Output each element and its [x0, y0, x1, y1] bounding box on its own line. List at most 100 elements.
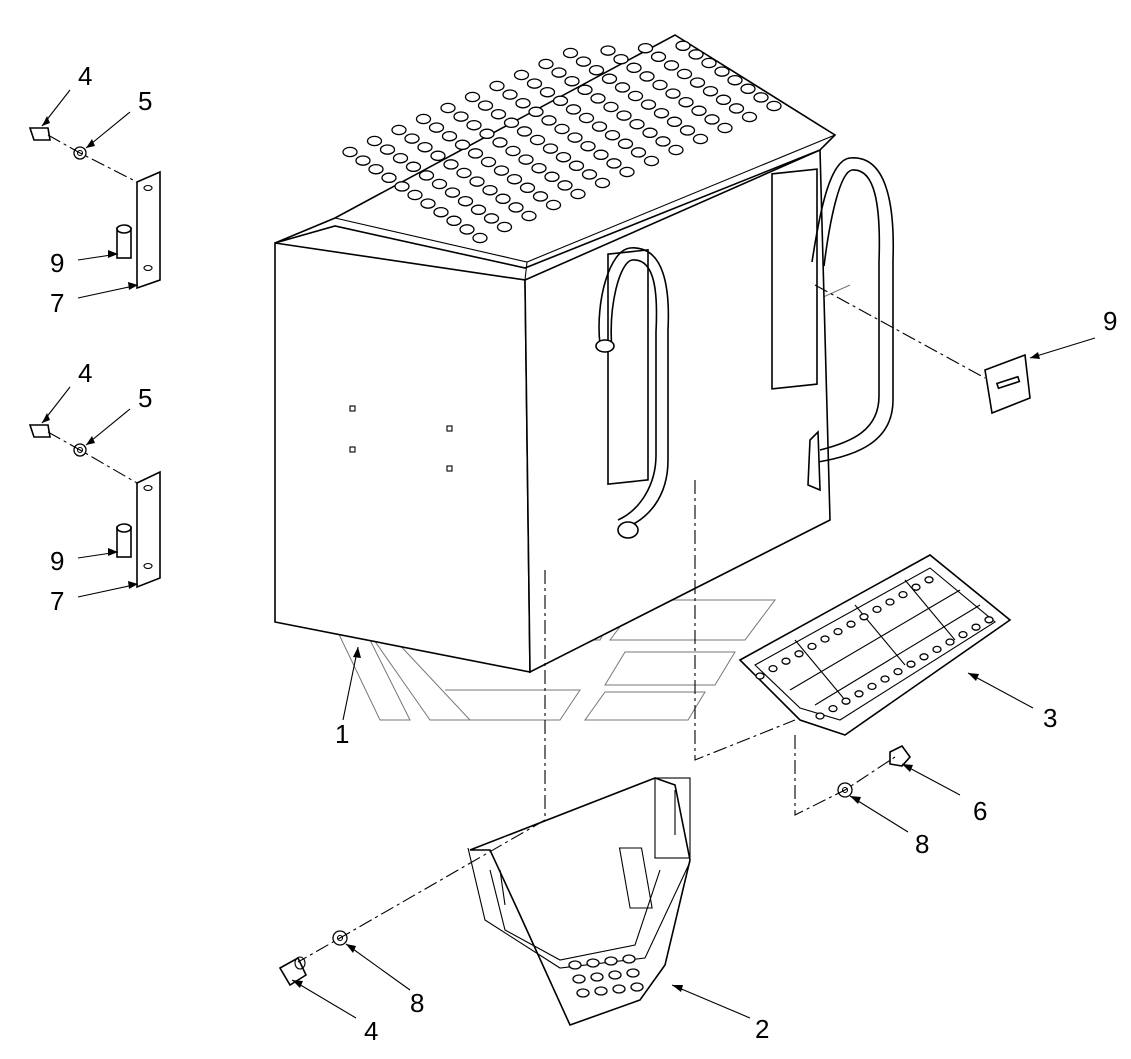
perforation-hole: [581, 169, 598, 180]
perforation-hole: [505, 145, 521, 157]
perforation-hole: [519, 182, 536, 194]
perforation-hole: [637, 42, 654, 54]
perforation-hole: [456, 167, 472, 179]
perforation-hole: [984, 616, 994, 624]
callout-bolt-bottom: 4: [364, 1016, 378, 1046]
perforation-hole: [469, 176, 485, 187]
perforation-hole: [958, 630, 968, 639]
perforation-hole: [404, 133, 420, 144]
callout-lower-step: 2: [755, 1014, 769, 1044]
perforation-hole: [441, 130, 458, 142]
perforation-hole: [506, 173, 523, 185]
perforation-hole: [572, 974, 586, 984]
perforation-hole: [521, 210, 537, 222]
perforation-hole: [545, 199, 562, 211]
perforation-hole: [880, 675, 890, 683]
perforation-hole: [577, 84, 593, 96]
perforation-hole: [701, 57, 717, 69]
perforation-hole: [893, 667, 903, 676]
perforation-hole: [457, 195, 474, 207]
perforation-hole: [586, 958, 600, 968]
callout-bracket-top-b: 7: [50, 586, 64, 616]
perforation-hole: [493, 165, 510, 176]
reflector-right: [984, 353, 1031, 415]
perforation-hole: [594, 177, 611, 189]
perforation-hole: [643, 155, 660, 167]
perforation-hole: [691, 105, 707, 117]
perforation-hole: [516, 126, 533, 137]
perforation-hole: [593, 149, 609, 161]
perforation-hole: [619, 166, 635, 178]
perforation-hole: [668, 144, 684, 156]
perforation-hole: [489, 80, 505, 92]
perforation-hole: [781, 657, 791, 665]
perforation-hole: [820, 635, 830, 643]
callout-bolt-top-b: 4: [78, 358, 92, 388]
callout-step-tread: 3: [1043, 703, 1057, 733]
perforation-hole: [407, 189, 423, 201]
perforation-hole: [565, 104, 582, 115]
perforation-hole: [859, 613, 869, 621]
perforation-hole: [678, 96, 694, 108]
perforation-hole: [544, 171, 560, 183]
perforation-hole: [833, 627, 843, 636]
perforation-hole: [650, 51, 667, 63]
perforation-hole: [580, 140, 596, 152]
tread-teeth: [755, 576, 994, 720]
perforation-hole: [768, 664, 778, 673]
callout-reflector-right: 9: [1103, 306, 1117, 336]
perforation-hole: [503, 117, 520, 129]
perforation-hole: [666, 116, 683, 128]
perforation-hole: [495, 193, 511, 205]
perforation-hole: [539, 86, 556, 98]
callout-reflector-top-a: 9: [50, 248, 64, 278]
perforation-hole: [630, 982, 644, 992]
perforation-hole: [676, 68, 693, 80]
perforation-hole: [794, 650, 804, 658]
perforation-hole: [588, 64, 605, 76]
perforation-hole: [483, 213, 500, 224]
perforation-hole: [415, 113, 432, 125]
perforation-hole: [702, 85, 719, 97]
perforation-hole: [639, 71, 655, 82]
leader-lines: [41, 89, 1096, 1019]
perforation-hole: [753, 92, 769, 103]
perforation-hole: [640, 99, 657, 110]
perforation-hole: [689, 77, 706, 88]
perforation-hole: [568, 160, 585, 172]
perforation-hole: [755, 672, 765, 680]
perforation-hole: [590, 972, 604, 982]
perforation-hole: [446, 215, 462, 227]
perforation-hole: [919, 653, 929, 661]
perforation-hole: [846, 620, 856, 628]
perforation-hole: [392, 152, 409, 164]
perforation-hole: [541, 115, 557, 126]
perforation-hole: [513, 69, 530, 81]
perforation-hole: [622, 954, 636, 964]
callout-washer-bottom: 8: [410, 988, 424, 1018]
perforation-hole: [440, 102, 456, 114]
perforation-hole: [526, 78, 543, 89]
perforation-hole: [464, 91, 481, 103]
perforation-hole: [906, 660, 916, 668]
perforation-hole: [557, 180, 573, 191]
perforation-hole: [417, 141, 433, 153]
perforation-hole: [828, 704, 838, 713]
perforation-hole: [653, 107, 670, 119]
perforation-hole: [714, 66, 730, 77]
perforation-hole: [807, 642, 817, 651]
perforation-hole: [675, 40, 691, 52]
perforation-hole: [704, 114, 720, 125]
front-face-slots: [349, 405, 453, 472]
perforation-hole: [466, 119, 482, 131]
perforation-hole: [815, 712, 825, 720]
perforation-hole: [479, 128, 495, 140]
perforation-hole: [405, 161, 422, 173]
perforation-hole: [366, 135, 383, 147]
perforation-hole: [601, 73, 618, 85]
perforation-hole: [924, 576, 934, 584]
perforation-hole: [971, 623, 981, 631]
perforation-hole: [529, 134, 546, 146]
perforation-hole: [945, 638, 955, 646]
perforation-hole: [554, 123, 570, 135]
